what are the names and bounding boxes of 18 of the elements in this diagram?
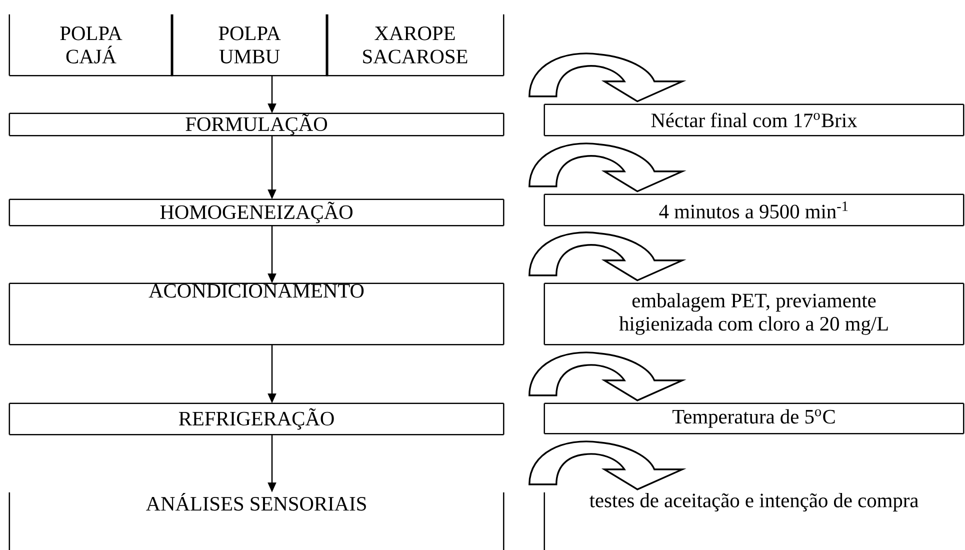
block-arrow [528, 142, 684, 192]
block-arrow [528, 52, 684, 102]
block-arrow [528, 232, 684, 282]
process-box: 4 minutos a 9500 min$^{-1}$ [544, 194, 964, 226]
input-cell: POLPA UMBU [170, 14, 328, 76]
note-box: testes de aceitação e intenção de compra [544, 492, 918, 550]
input-cell: POLPA CAJÁ [8, 14, 174, 76]
block-arrow [528, 440, 684, 490]
process-box: Néctar final com 17$^{o}$Brix [544, 104, 964, 136]
process-box: ANÁLISES SENSORIAIS [8, 492, 504, 550]
process-box: ACONDICIONAMENTO [8, 282, 504, 346]
process-box: HOMOGENEIZAÇÃO [8, 198, 504, 226]
input-cell: XAROPE SACAROSE [326, 14, 504, 76]
block-arrow [528, 352, 684, 402]
process-box: REFRIGERAÇÃO [8, 402, 504, 436]
process-box: FORMULAÇÃO [8, 112, 504, 136]
process-box: embalagem PET, previamente higienizada com cloro a 20 mg/L [544, 282, 964, 346]
process-box: Temperatura de 5$^{o}$C [544, 402, 964, 434]
